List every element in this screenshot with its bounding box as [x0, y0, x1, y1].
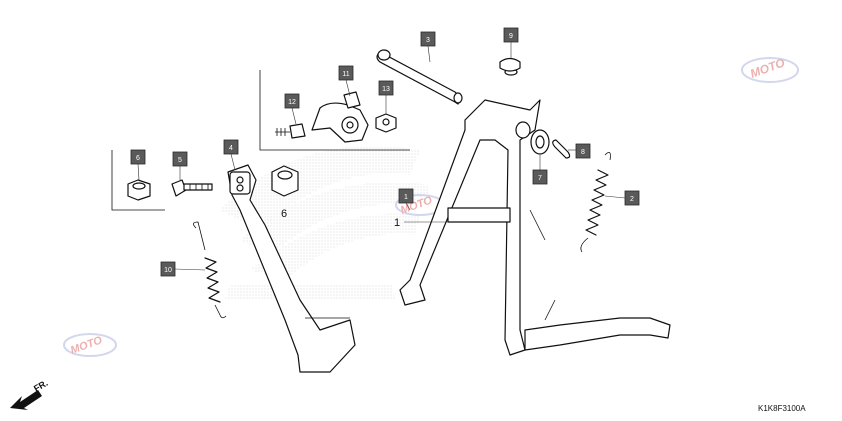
svg-text:3: 3: [426, 37, 430, 44]
svg-text:11: 11: [342, 71, 349, 78]
switch-nut: [375, 113, 397, 133]
honda-wing-background: [220, 146, 430, 300]
plain-label-6: 6: [281, 208, 287, 220]
lock-nut: [127, 179, 151, 201]
callout-9: 9: [503, 27, 519, 43]
group-bracket-11-13: [259, 70, 410, 151]
callout-7: 7: [532, 169, 548, 185]
svg-text:7: 7: [538, 175, 542, 182]
side-stand-bolt: [171, 179, 213, 197]
plain-label-1: 1: [394, 217, 400, 229]
collar-nut: [271, 165, 299, 197]
svg-text:6: 6: [136, 155, 140, 162]
leader-lines: [137, 42, 626, 271]
callout-3: 3: [420, 31, 436, 47]
svg-text:FR.: FR.: [32, 378, 50, 394]
svg-text:12: 12: [288, 99, 296, 106]
main-stand-spring: [580, 152, 611, 253]
side-stand-spring: [193, 221, 227, 319]
callout-13: 13: [378, 80, 394, 96]
svg-text:8: 8: [581, 149, 585, 156]
side-stand: [227, 164, 356, 373]
svg-text:10: 10: [164, 267, 172, 274]
watermark-logo: MOTO: [63, 333, 117, 357]
front-direction-arrow: FR.: [10, 378, 50, 410]
svg-text:4: 4: [229, 145, 233, 152]
callout-12: 12: [284, 93, 300, 109]
svg-text:MOTO: MOTO: [69, 334, 104, 357]
callout-8: 8: [575, 143, 591, 159]
pivot-pin: [376, 49, 463, 105]
svg-text:9: 9: [509, 33, 513, 40]
callout-1: 1: [398, 188, 414, 204]
callout-2: 2: [624, 190, 640, 206]
svg-text:5: 5: [178, 157, 182, 164]
rubber-stopper: [499, 57, 521, 76]
side-stand-switch: [311, 91, 369, 143]
callout-6: 6: [130, 149, 146, 165]
svg-text:2: 2: [630, 196, 634, 203]
watermark-logo: MOTO: [741, 55, 799, 83]
diagram-code: K1K8F3100A: [758, 404, 806, 413]
svg-text:MOTO: MOTO: [748, 55, 787, 81]
svg-text:13: 13: [382, 86, 390, 93]
group-bracket-6: [111, 150, 165, 211]
callout-10: 10: [160, 261, 176, 277]
washer: [530, 129, 550, 155]
svg-text:1: 1: [404, 194, 408, 201]
callout-4: 4: [223, 139, 239, 155]
callout-11: 11: [338, 65, 354, 81]
switch-bolt: [275, 123, 306, 139]
cotter-pin: [552, 139, 571, 159]
callout-5: 5: [172, 151, 188, 167]
main-stand: [399, 99, 671, 356]
